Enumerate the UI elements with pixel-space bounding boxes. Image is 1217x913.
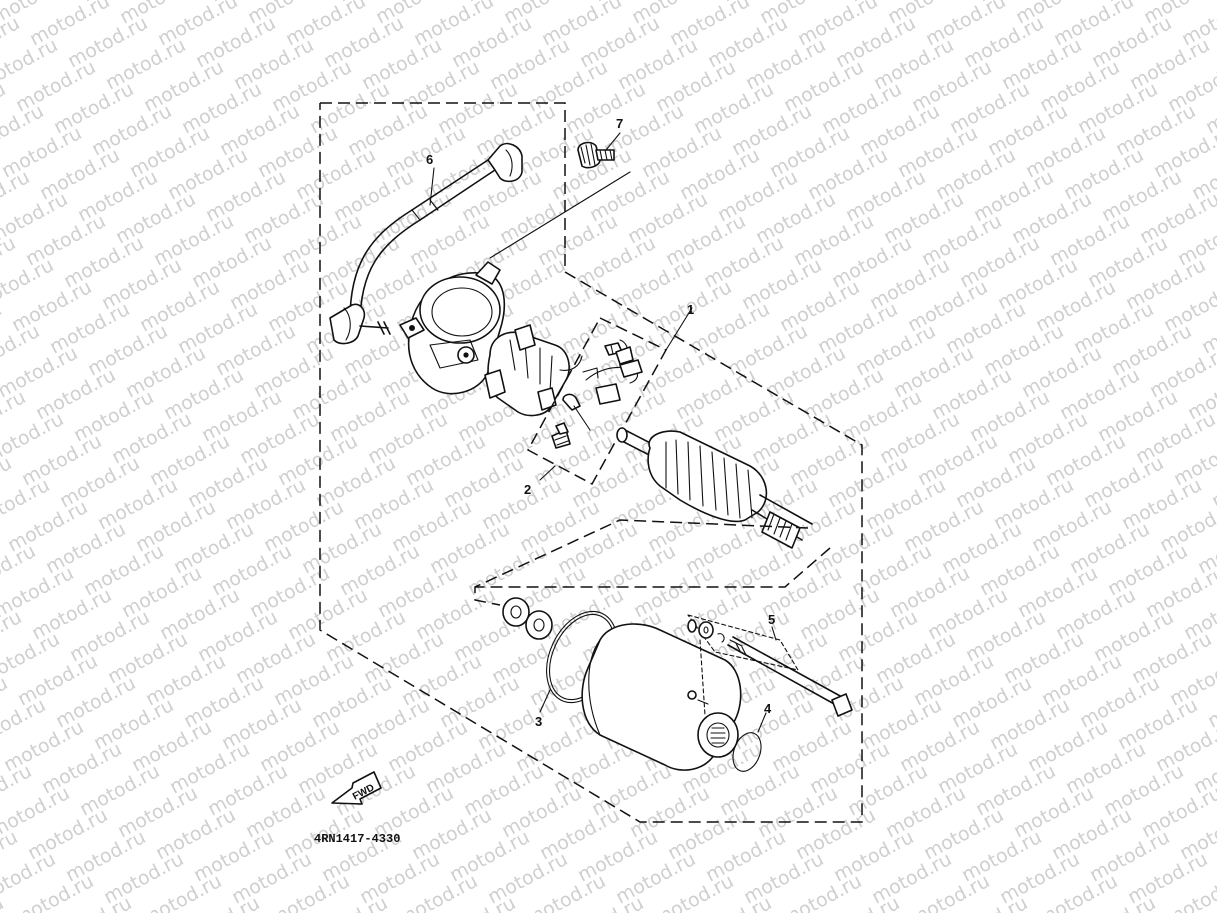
leader-1 — [665, 307, 693, 351]
screw-7 — [577, 141, 615, 169]
lead-wire — [329, 142, 523, 345]
callout-5: 5 — [768, 612, 775, 627]
callout-7: 7 — [616, 116, 623, 131]
leader-lines — [429, 132, 777, 733]
callout-1: 1 — [687, 302, 694, 317]
o-ring-4 — [732, 732, 762, 772]
callout-labels: 1 2 3 4 5 6 7 — [426, 116, 775, 729]
callout-3: 3 — [535, 714, 542, 729]
washers — [502, 597, 553, 640]
brush-set — [526, 317, 668, 486]
leader-7 — [489, 171, 631, 259]
assembly-outline — [319, 102, 863, 823]
callout-6: 6 — [426, 152, 433, 167]
part-code: 4RN1417-4330 — [314, 832, 400, 846]
brush-holder — [484, 324, 583, 417]
rear-cover — [399, 261, 506, 395]
washer-group-outline — [474, 519, 831, 606]
armature — [616, 427, 813, 549]
callout-2: 2 — [524, 482, 531, 497]
callout-4: 4 — [764, 701, 772, 716]
through-bolt-set — [687, 614, 853, 717]
